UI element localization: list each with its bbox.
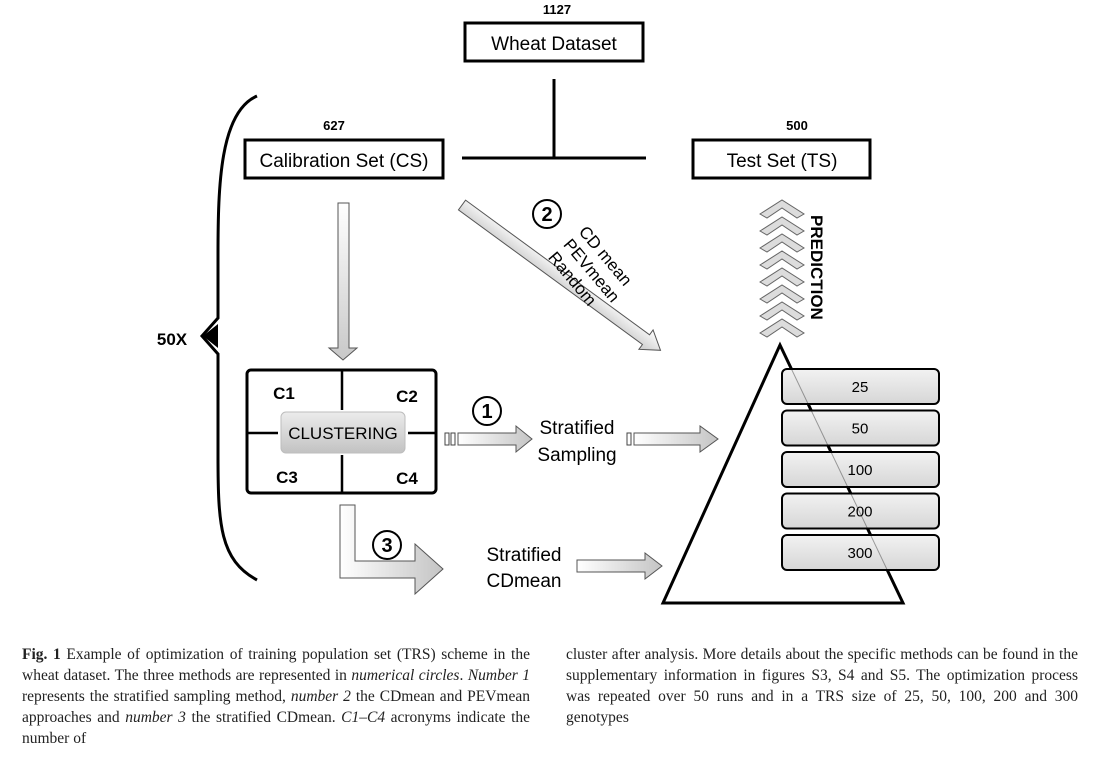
trs-size-box xyxy=(781,409,940,447)
prediction-chevron xyxy=(759,233,805,253)
test-set-count: 500 xyxy=(786,118,808,133)
cluster-c3-label: C3 xyxy=(276,468,298,487)
prediction-label-group: PREDICTION xyxy=(807,215,826,320)
test-set-label: Test Set (TS) xyxy=(727,151,838,172)
repeat-brace xyxy=(199,94,258,582)
trs-size-box xyxy=(781,492,940,530)
method3-number-circle xyxy=(372,530,402,560)
caption-emphasis: numerical circles xyxy=(351,667,460,684)
method3-elbow-arrow xyxy=(339,504,444,596)
prediction-chevron xyxy=(759,250,805,270)
caption-text: acronyms indicate the number of xyxy=(22,709,531,747)
prediction-chevron xyxy=(759,216,805,236)
test-set-box xyxy=(691,138,872,180)
cdmean-to-trs-arrow xyxy=(576,551,663,581)
caption-emphasis: number 2 xyxy=(290,688,351,705)
trs-size-label: 200 xyxy=(847,504,872,521)
method1-number-circle xyxy=(472,396,502,426)
repeat-label: 50X xyxy=(157,330,188,349)
prediction-chevron xyxy=(759,318,805,338)
trs-size-box xyxy=(781,368,940,405)
caption-text: the stratified CDmean. xyxy=(185,709,342,726)
caption-text: . xyxy=(459,667,468,684)
figure-label: Fig. 1 xyxy=(22,646,61,663)
prediction-chevron xyxy=(759,199,805,219)
clustering-center-box xyxy=(280,411,406,454)
calibration-set-box xyxy=(243,138,445,180)
caption-text: Example of optimization of training popu… xyxy=(22,646,530,684)
repeat-brace-tip xyxy=(203,324,218,348)
trs-size-label: 25 xyxy=(852,379,869,396)
method2-diagonal-arrow xyxy=(457,199,662,351)
trs-size-box xyxy=(781,451,940,488)
cluster-c2-label: C2 xyxy=(396,387,418,406)
method1-label-line2: Sampling xyxy=(537,445,616,466)
trs-size-box xyxy=(781,534,940,571)
cs-to-clustering-arrow xyxy=(327,202,359,361)
caption-text: represents the stratified sampling metho… xyxy=(22,688,291,705)
prediction-chevron xyxy=(759,284,805,304)
trs-pyramid-edge-overlay xyxy=(779,344,904,604)
prediction-chevron-stack xyxy=(759,199,805,338)
calibration-set-count: 627 xyxy=(323,118,345,133)
prediction-label: PREDICTION xyxy=(807,215,826,320)
figure-caption-left: Fig. 1 Example of optimization of traini… xyxy=(22,644,530,749)
trs-size-stack: 25 50 100 200 300 xyxy=(781,368,940,571)
trs-size-label: 50 xyxy=(852,421,869,438)
method3-label-line1: Stratified xyxy=(487,545,562,566)
caption-emphasis: number 3 xyxy=(125,709,186,726)
figure-caption-right: cluster after analysis. More details abo… xyxy=(566,646,1078,726)
method3-label-line2: CDmean xyxy=(487,571,562,592)
cluster-c1-label: C1 xyxy=(273,384,295,403)
prediction-chevron xyxy=(759,301,805,321)
sampling-to-trs-arrow xyxy=(626,425,719,453)
prediction-chevron xyxy=(759,267,805,287)
method2-labels: CD mean PEVmean Random xyxy=(544,222,635,309)
caption-emphasis: Number 1 xyxy=(467,667,530,684)
method1-arrow xyxy=(444,424,533,454)
clustering-center-label: CLUSTERING xyxy=(288,424,398,443)
method1-number: 1 xyxy=(481,401,492,423)
training-set-optimization-diagram: 1127 Wheat Dataset 627 Calibration Set (… xyxy=(157,2,940,605)
method2-number: 2 xyxy=(541,204,552,226)
wheat-dataset-count: 1127 xyxy=(543,2,571,17)
caption-text: the CDmean and PEVmean approaches and xyxy=(22,688,530,726)
wheat-dataset-box xyxy=(463,21,645,63)
trs-size-label: 100 xyxy=(847,462,872,479)
wheat-dataset-label: Wheat Dataset xyxy=(491,34,617,55)
trs-size-label: 300 xyxy=(847,545,872,562)
method3-number: 3 xyxy=(381,535,392,557)
cluster-c4-label: C4 xyxy=(396,469,418,488)
method2-number-circle xyxy=(532,199,562,229)
calibration-set-label: Calibration Set (CS) xyxy=(260,151,429,172)
method1-label-line1: Stratified xyxy=(540,418,615,439)
caption-emphasis: C1–C4 xyxy=(341,709,386,726)
